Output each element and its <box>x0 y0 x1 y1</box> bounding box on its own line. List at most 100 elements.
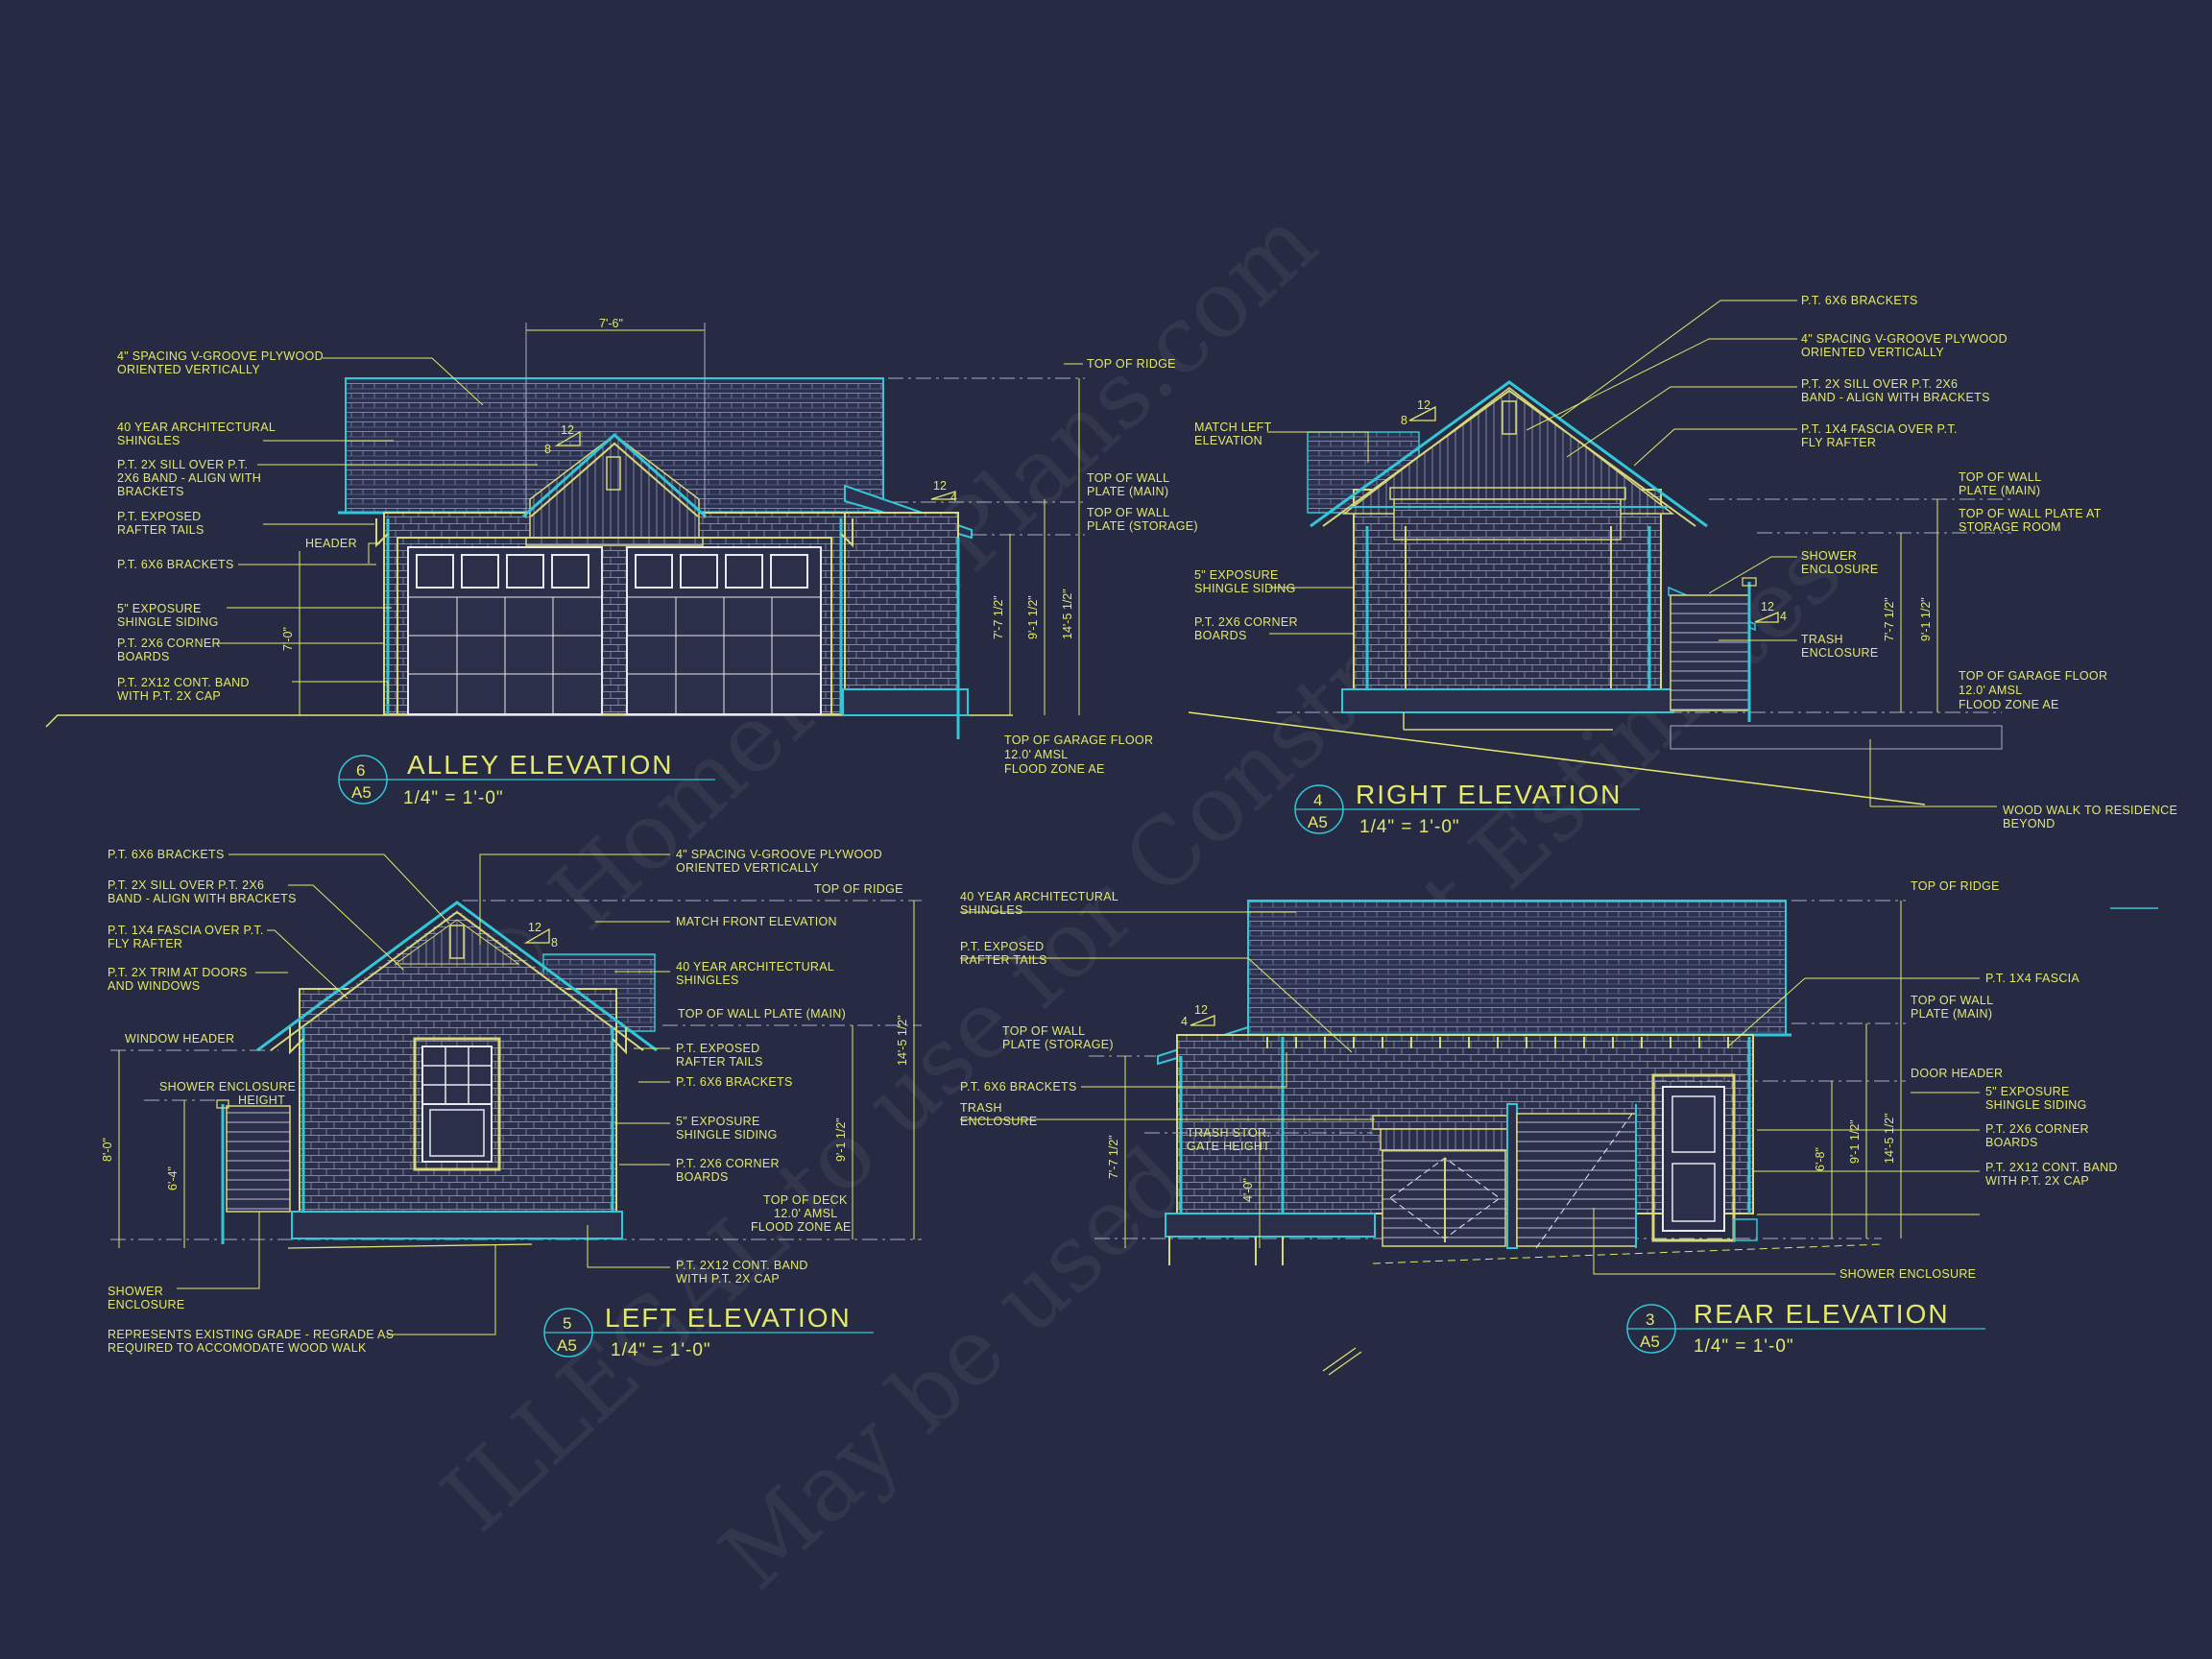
storage-wall <box>844 512 959 692</box>
garage-door-right <box>626 546 822 715</box>
note: P.T. EXPOSED <box>676 1042 759 1055</box>
dim-label: 7'-7 1/2" <box>1107 1135 1120 1179</box>
note: 5" EXPOSURE <box>676 1115 760 1128</box>
note: FLY RAFTER <box>108 937 182 950</box>
level-label: TOP OF WALL <box>1959 470 2041 484</box>
pitch-run: 12 <box>1417 398 1431 412</box>
level-label: TOP OF GARAGE FLOOR <box>1004 733 1153 747</box>
pitch-rise: 8 <box>551 936 558 950</box>
sheet-number: A5 <box>557 1336 577 1355</box>
level-label: TOP OF GARAGE FLOOR <box>1959 669 2107 683</box>
alley-title-block: 6 A5 ALLEY ELEVATION 1/4" = 1'-0" <box>338 750 715 808</box>
note: SHOWER <box>1801 549 1857 563</box>
note: P.T. 2X SILL OVER P.T. 2X6 <box>1801 377 1958 391</box>
note: 40 YEAR ARCHITECTURAL <box>676 960 834 974</box>
note: P.T. 2X SILL OVER P.T. <box>117 458 248 471</box>
note: RAFTER TAILS <box>960 953 1047 967</box>
detail-number: 4 <box>1313 791 1322 809</box>
note: SHINGLES <box>117 434 180 447</box>
elevation-scale: 1/4" = 1'-0" <box>611 1340 711 1360</box>
dim-label: 6'-8" <box>1814 1147 1827 1171</box>
dim-7-7-half: 7'-7 1/2" <box>992 595 1005 639</box>
pitch-run: 12 <box>1194 1003 1208 1017</box>
note: HEADER <box>305 537 357 550</box>
note: RAFTER TAILS <box>117 523 204 537</box>
dim-label: 9'-1 1/2" <box>1919 597 1933 641</box>
right-title-block: 4 A5 RIGHT ELEVATION 1/4" = 1'-0" <box>1294 780 1640 837</box>
note: BEYOND <box>2003 817 2056 830</box>
level-label: 12.0' AMSL <box>1959 684 2023 697</box>
note: HEIGHT <box>238 1094 285 1107</box>
note: SHINGLES <box>676 974 739 987</box>
pitch-run: 12 <box>561 423 574 437</box>
pitch2-rise: 4 <box>950 491 957 504</box>
sheet-number: A5 <box>351 783 372 802</box>
note: WITH P.T. 2X CAP <box>676 1272 780 1286</box>
grade-line <box>45 714 1013 728</box>
note: BOARDS <box>1985 1136 2038 1149</box>
elevation-scale: 1/4" = 1'-0" <box>403 788 504 808</box>
note: P.T. 6X6 BRACKETS <box>1801 294 1918 307</box>
level-label: STORAGE ROOM <box>1959 520 2061 534</box>
note: P.T. 6X6 BRACKETS <box>108 848 225 861</box>
window <box>413 1037 501 1171</box>
detail-number: 3 <box>1646 1310 1654 1329</box>
dim-label: 14'-5 1/2" <box>896 1015 909 1066</box>
note: AND WINDOWS <box>108 979 200 993</box>
note: 40 YEAR ARCHITECTURAL <box>960 890 1118 903</box>
note: TOP OF WALL PLATE (MAIN) <box>678 1007 846 1021</box>
dim-label: 14'-5 1/2" <box>1883 1113 1896 1164</box>
note: ORIENTED VERTICALLY <box>676 861 819 875</box>
detail-number: 5 <box>563 1314 571 1333</box>
note: SHINGLE SIDING <box>1985 1098 2087 1112</box>
level-label: TOP OF RIDGE <box>1087 357 1176 371</box>
note: 4" SPACING V-GROOVE PLYWOOD <box>676 848 882 861</box>
level-label: TOP OF WALL PLATE AT <box>1959 507 2102 520</box>
pitch2-run: 12 <box>933 479 947 493</box>
level-label: TOP OF WALL <box>1911 994 1993 1007</box>
alley-elevation: 7'-6" 12 8 12 4 7'-0" 7'-7 1/2" 9'-1 1/2… <box>45 317 1198 808</box>
note: P.T. 1X4 FASCIA OVER P.T. <box>108 924 264 937</box>
note: BOARDS <box>117 650 170 663</box>
note: 5" EXPOSURE <box>1194 568 1279 582</box>
note: BOARDS <box>1194 629 1247 642</box>
note: SHOWER ENCLOSURE <box>1839 1267 1976 1281</box>
note: P.T. 6X6 BRACKETS <box>676 1075 793 1089</box>
note: 40 YEAR ARCHITECTURAL <box>117 421 276 434</box>
left-fly-rafter <box>256 901 658 1052</box>
note: 5" EXPOSURE <box>1985 1085 2070 1098</box>
level-label: TOP OF WALL <box>1087 506 1169 519</box>
note: DOOR HEADER <box>1911 1067 2003 1080</box>
note: RAFTER TAILS <box>676 1055 763 1069</box>
dim-7-0: 7'-0" <box>281 627 295 651</box>
note: SHOWER ENCLOSURE <box>159 1080 296 1094</box>
level-label: TOP OF RIDGE <box>814 882 903 896</box>
level-label: TOP OF DECK <box>763 1193 848 1207</box>
note: 4" SPACING V-GROOVE PLYWOOD <box>117 349 324 363</box>
sheet-number: A5 <box>1640 1333 1660 1351</box>
note: TRASH STOR. <box>1187 1126 1270 1140</box>
note: BAND - ALIGN WITH BRACKETS <box>1801 391 1990 404</box>
level-label: FLOOD ZONE AE <box>1959 698 2059 711</box>
note: SHINGLE SIDING <box>1194 582 1296 595</box>
level-label: TOP OF RIDGE <box>1911 879 2000 893</box>
note: ORIENTED VERTICALLY <box>117 363 260 376</box>
note: P.T. 2X6 CORNER <box>676 1157 780 1170</box>
alley-top-dim: 7'-6" <box>599 317 623 330</box>
level-label: TOP OF WALL <box>1087 471 1169 485</box>
note: MATCH FRONT ELEVATION <box>676 915 837 928</box>
elevation-scale: 1/4" = 1'-0" <box>1359 817 1460 837</box>
note: SHINGLE SIDING <box>117 615 219 629</box>
note: WINDOW HEADER <box>125 1032 234 1046</box>
note: P.T. 1X4 FASCIA OVER P.T. <box>1801 422 1958 436</box>
note: 4" SPACING V-GROOVE PLYWOOD <box>1801 332 2008 346</box>
note: P.T. 1X4 FASCIA <box>1985 972 2080 985</box>
note: P.T. 2X6 CORNER <box>117 637 221 650</box>
pitch2-rise: 4 <box>1780 610 1787 623</box>
level-label: PLATE (MAIN) <box>1959 484 2040 497</box>
detail-number: 6 <box>356 761 365 780</box>
pitch-rise: 8 <box>544 443 551 456</box>
left-title-block: 5 A5 LEFT ELEVATION 1/4" = 1'-0" <box>543 1303 874 1360</box>
note: P.T. 2X6 CORNER <box>1985 1122 2089 1136</box>
dim-14-5-half: 14'-5 1/2" <box>1061 589 1074 639</box>
